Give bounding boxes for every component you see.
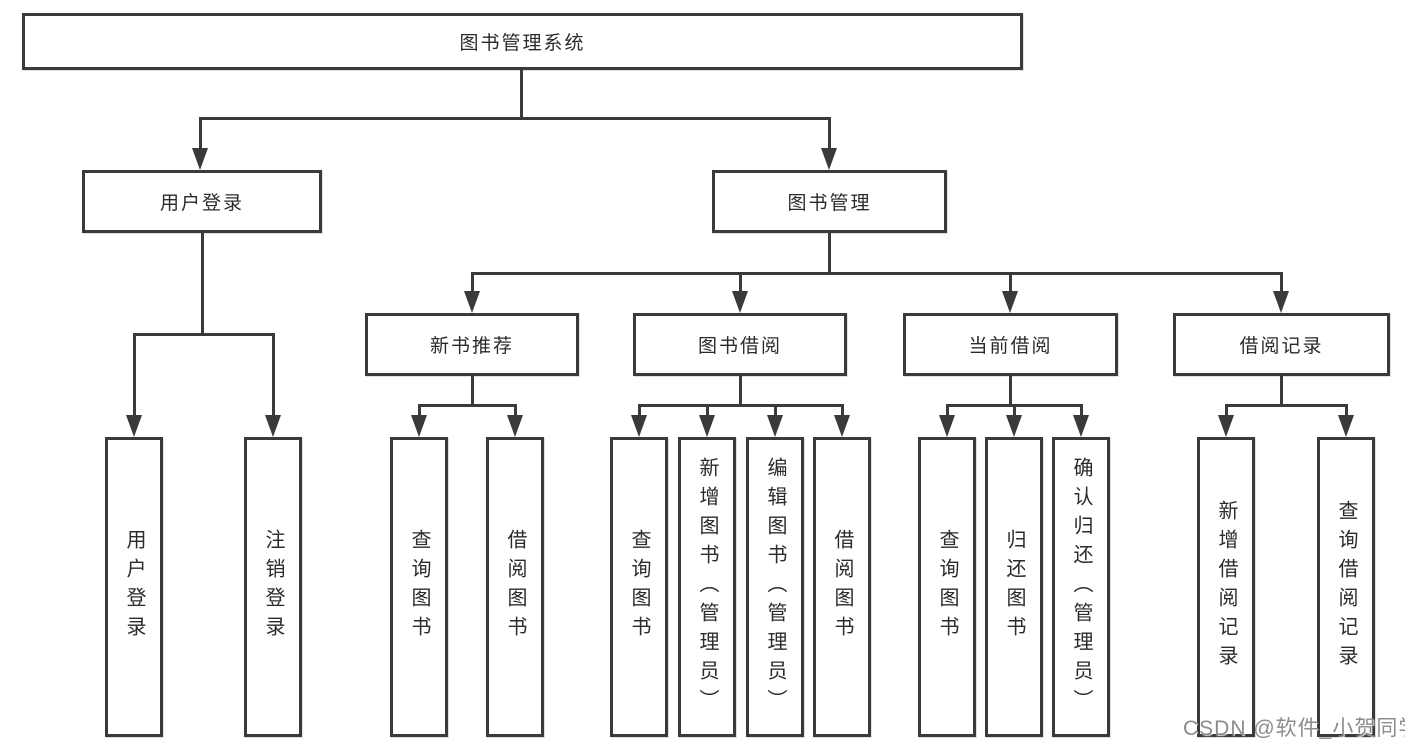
leaf-edit-book-admin: 编辑图书（管理员） <box>746 437 804 737</box>
connector-line <box>133 333 275 336</box>
node-new-book-recommend-label: 新书推荐 <box>429 336 514 357</box>
leaf-query-book-3-label: 查询图书 <box>936 529 958 645</box>
leaf-query-book-1-label: 查询图书 <box>408 529 430 645</box>
connector-line <box>1009 272 1012 294</box>
arrowhead-down <box>1006 415 1022 437</box>
leaf-query-book-2: 查询图书 <box>610 437 668 737</box>
leaf-confirm-return-admin: 确认归还（管理员） <box>1052 437 1110 737</box>
leaf-query-borrow-record: 查询借阅记录 <box>1317 437 1375 737</box>
connector-line <box>638 404 641 417</box>
connector-line <box>946 404 949 417</box>
leaf-add-book-admin: 新增图书（管理员） <box>678 437 736 737</box>
connector-line <box>1280 272 1283 294</box>
arrowhead-down <box>1273 291 1289 313</box>
leaf-edit-book-admin-label: 编辑图书（管理员） <box>764 456 786 718</box>
connector-line <box>739 272 742 294</box>
node-user-login-label: 用户登录 <box>159 193 244 214</box>
node-book-borrow: 图书借阅 <box>633 313 847 376</box>
node-book-borrow-label: 图书借阅 <box>697 336 782 357</box>
leaf-borrow-book-2-label: 借阅图书 <box>831 529 853 645</box>
arrowhead-down <box>631 415 647 437</box>
leaf-borrow-book-1: 借阅图书 <box>486 437 544 737</box>
arrowhead-down <box>126 415 142 437</box>
connector-line <box>828 117 831 150</box>
leaf-return-book: 归还图书 <box>985 437 1043 737</box>
node-borrow-record-label: 借阅记录 <box>1239 336 1324 357</box>
arrowhead-down <box>464 291 480 313</box>
connector-line <box>471 272 474 294</box>
connector-line <box>471 376 474 407</box>
connector-line <box>1009 376 1012 407</box>
connector-line <box>199 117 831 120</box>
connector-line <box>1013 404 1016 417</box>
connector-line <box>201 233 204 336</box>
arrowhead-down <box>1218 415 1234 437</box>
connector-line <box>471 272 1283 275</box>
leaf-query-borrow-record-label: 查询借阅记录 <box>1335 500 1357 674</box>
arrowhead-down <box>939 415 955 437</box>
leaf-query-book-3: 查询图书 <box>918 437 976 737</box>
leaf-add-borrow-record-label: 新增借阅记录 <box>1215 500 1237 674</box>
leaf-return-book-label: 归还图书 <box>1003 529 1025 645</box>
leaf-borrow-book-1-label: 借阅图书 <box>504 529 526 645</box>
node-new-book-recommend: 新书推荐 <box>365 313 579 376</box>
node-current-borrow-label: 当前借阅 <box>968 336 1053 357</box>
connector-line <box>706 404 709 417</box>
node-borrow-record: 借阅记录 <box>1173 313 1390 376</box>
arrowhead-down <box>821 148 837 170</box>
node-book-management: 图书管理 <box>712 170 947 233</box>
watermark-text: CSDN @软件_小贺同学 <box>1183 717 1405 740</box>
connector-line <box>1080 404 1083 417</box>
leaf-user-login-label: 用户登录 <box>123 529 145 645</box>
node-root: 图书管理系统 <box>22 13 1023 70</box>
arrowhead-down <box>411 415 427 437</box>
connector-line <box>418 404 517 407</box>
arrowhead-down <box>699 415 715 437</box>
leaf-query-book-1: 查询图书 <box>390 437 448 737</box>
connector-line <box>520 70 523 118</box>
node-book-management-label: 图书管理 <box>787 193 872 214</box>
connector-line <box>638 404 844 407</box>
node-current-borrow: 当前借阅 <box>903 313 1118 376</box>
connector-line <box>1280 376 1283 407</box>
arrowhead-down <box>767 415 783 437</box>
leaf-add-borrow-record: 新增借阅记录 <box>1197 437 1255 737</box>
node-root-label: 图书管理系统 <box>459 33 586 54</box>
leaf-confirm-return-admin-label: 确认归还（管理员） <box>1070 456 1092 718</box>
connector-line <box>514 404 517 417</box>
arrowhead-down <box>1073 415 1089 437</box>
arrowhead-down <box>834 415 850 437</box>
leaf-add-book-admin-label: 新增图书（管理员） <box>696 456 718 718</box>
connector-line <box>418 404 421 417</box>
connector-line <box>1225 404 1228 417</box>
connector-line <box>1345 404 1348 417</box>
arrowhead-down <box>732 291 748 313</box>
connector-line <box>774 404 777 417</box>
connector-line <box>199 117 202 150</box>
leaf-query-book-2-label: 查询图书 <box>628 529 650 645</box>
leaf-borrow-book-2: 借阅图书 <box>813 437 871 737</box>
arrowhead-down <box>1338 415 1354 437</box>
arrowhead-down <box>1002 291 1018 313</box>
connector-line <box>739 376 742 407</box>
connector-line <box>1225 404 1348 407</box>
arrowhead-down <box>192 148 208 170</box>
connector-line <box>841 404 844 417</box>
arrowhead-down <box>265 415 281 437</box>
leaf-logout-label: 注销登录 <box>262 529 284 645</box>
connector-line <box>272 333 275 417</box>
connector-line <box>828 233 831 275</box>
node-user-login: 用户登录 <box>82 170 322 233</box>
leaf-logout: 注销登录 <box>244 437 302 737</box>
connector-line <box>133 333 136 417</box>
leaf-user-login: 用户登录 <box>105 437 163 737</box>
arrowhead-down <box>507 415 523 437</box>
